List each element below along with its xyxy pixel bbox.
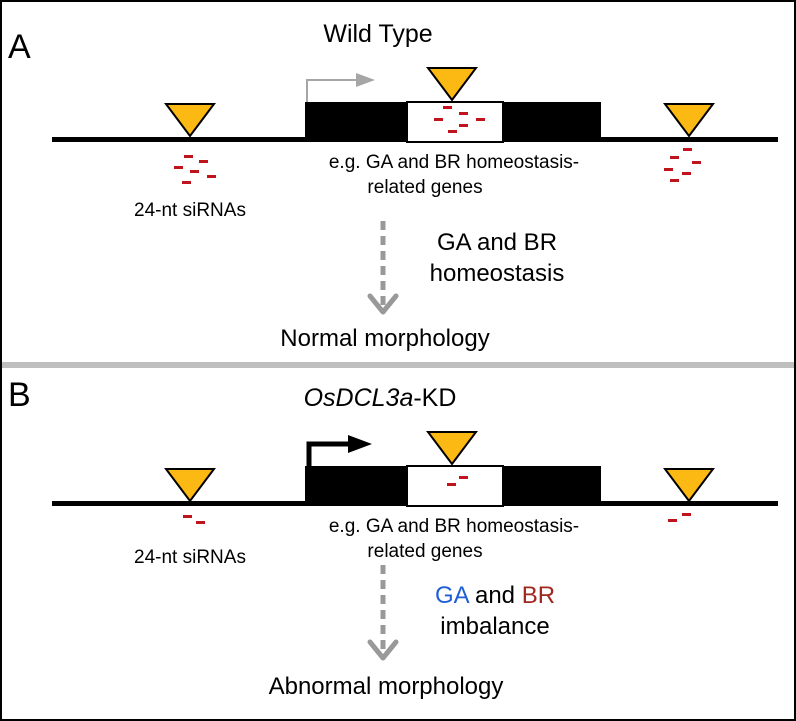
panel-a-process-line1: GA and BR xyxy=(437,229,557,256)
panel-b-title-suffix: -KD xyxy=(413,384,456,412)
panel-a-sirna-label: 24-nt siRNAs xyxy=(134,200,246,221)
panel-b-dashed-arrow xyxy=(367,565,399,661)
panel-b-sirna-cluster-center xyxy=(447,476,468,486)
panel-b-gene-label-line2: related genes xyxy=(367,541,482,562)
panel-a-outcome: Normal morphology xyxy=(280,325,489,352)
panel-a-gene-exon-left xyxy=(305,102,407,142)
panel-a: A Wild Type xyxy=(8,20,778,352)
panel-a-sirna-cluster-left xyxy=(174,155,216,184)
panel-b-outcome: Abnormal morphology xyxy=(269,673,504,700)
panel-a-transposon-center-marker xyxy=(426,67,478,102)
panel-b-sirna-cluster-left xyxy=(183,515,205,524)
panel-b-transposon-right-marker xyxy=(663,468,715,503)
panel-b-transcription-arrow xyxy=(306,435,372,466)
panel-b-gene-exon-left xyxy=(305,466,407,506)
panel-b-gene-label-line1: e.g. GA and BR homeostasis- xyxy=(329,516,579,537)
panel-b: B OsDCL3a-KD e.g. GA and BR hom xyxy=(8,376,778,700)
panel-a-process-line2: homeostasis xyxy=(430,260,565,287)
panel-a-gene-intron xyxy=(406,101,504,143)
panel-b-title: OsDCL3a-KD xyxy=(304,384,457,412)
panel-a-transcription-arrow xyxy=(306,73,375,102)
panel-a-transposon-left-marker xyxy=(164,103,216,138)
panel-a-sirna-cluster-center xyxy=(434,106,485,133)
panel-a-gene-exon-right xyxy=(503,102,601,142)
panel-b-br-label: BR xyxy=(522,582,555,609)
panel-b-and-label: and xyxy=(468,582,521,609)
panel-b-transposon-left-marker xyxy=(164,468,216,503)
panel-a-gene-label-line2: related genes xyxy=(367,177,482,198)
panel-divider xyxy=(2,362,794,368)
panel-b-transposon-center-marker xyxy=(426,431,478,466)
panel-b-gene-exon-right xyxy=(503,466,601,506)
panel-b-sirna-label: 24-nt siRNAs xyxy=(134,547,246,568)
panel-b-process-line1: GA and BR xyxy=(435,582,555,609)
panel-b-process-line2: imbalance xyxy=(440,613,549,640)
panel-b-letter: B xyxy=(8,376,31,414)
panel-a-transposon-right-marker xyxy=(663,103,715,138)
panel-b-sirna-cluster-right xyxy=(668,513,691,522)
panel-a-letter: A xyxy=(8,28,31,66)
panel-a-sirna-cluster-right xyxy=(664,148,701,182)
panel-b-title-gene: OsDCL3a xyxy=(304,384,414,412)
panel-a-gene-label-line1: e.g. GA and BR homeostasis- xyxy=(329,152,579,173)
panel-a-dashed-arrow xyxy=(367,221,399,315)
panel-a-title: Wild Type xyxy=(323,20,432,48)
panel-b-ga-label: GA xyxy=(435,582,470,609)
